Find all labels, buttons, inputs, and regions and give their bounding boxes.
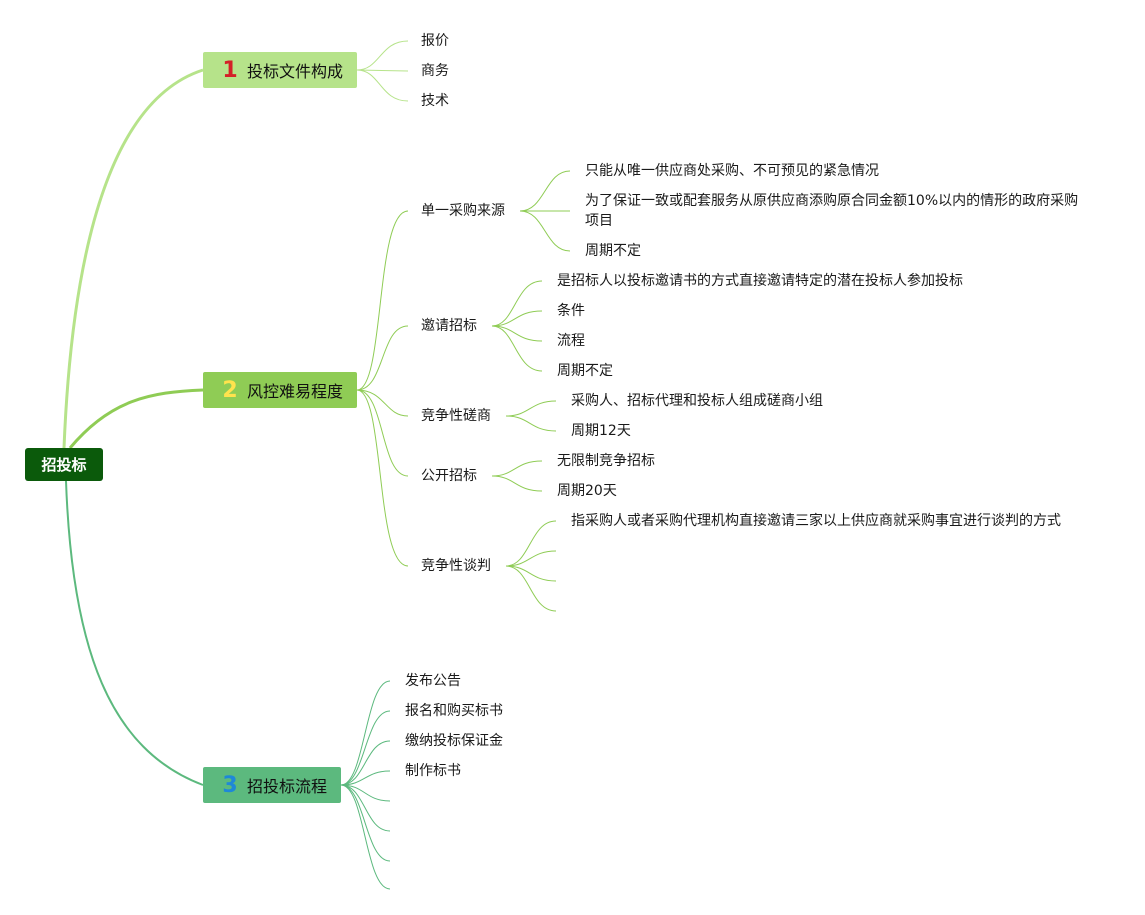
leaf-invited-3[interactable]: 流程 bbox=[557, 333, 585, 349]
leaf-invited-1[interactable]: 是招标人以投标邀请书的方式直接邀请特定的潜在投标人参加投标 bbox=[557, 273, 963, 289]
leaf-baojia[interactable]: 报价 bbox=[421, 33, 449, 49]
leaf-invited-2[interactable]: 条件 bbox=[557, 303, 585, 319]
branch-3-topic[interactable]: 3 招投标流程 bbox=[203, 767, 341, 803]
branch-2-label: 风控难易程度 bbox=[247, 382, 344, 401]
number-3-icon: 3 bbox=[222, 772, 238, 798]
sub-open-bidding[interactable]: 公开招标 bbox=[421, 468, 477, 484]
sub-competitive-consultation[interactable]: 竞争性磋商 bbox=[421, 408, 491, 424]
number-1-icon: 1 bbox=[222, 57, 238, 83]
leaf-negotiation-1[interactable]: 指采购人或者采购代理机构直接邀请三家以上供应商就采购事宜进行谈判的方式 bbox=[571, 513, 1061, 529]
sub-invited-bidding[interactable]: 邀请招标 bbox=[421, 318, 477, 334]
leaf-open-1[interactable]: 无限制竞争招标 bbox=[557, 453, 655, 469]
branch-3-label: 招投标流程 bbox=[247, 777, 328, 796]
leaf-invited-4[interactable]: 周期不定 bbox=[557, 363, 613, 379]
leaf-consultation-2[interactable]: 周期12天 bbox=[571, 423, 631, 439]
root-label: 招投标 bbox=[41, 456, 87, 474]
leaf-consultation-1[interactable]: 采购人、招标代理和投标人组成磋商小组 bbox=[571, 393, 823, 409]
leaf-make-bid[interactable]: 制作标书 bbox=[405, 763, 461, 779]
branch-1-label: 投标文件构成 bbox=[247, 62, 344, 81]
leaf-jishu[interactable]: 技术 bbox=[421, 93, 449, 109]
leaf-shangwu[interactable]: 商务 bbox=[421, 63, 449, 79]
sub-single-source[interactable]: 单一采购来源 bbox=[421, 203, 505, 219]
leaf-publish-notice[interactable]: 发布公告 bbox=[405, 673, 461, 689]
branch-1-topic[interactable]: 1 投标文件构成 bbox=[203, 52, 357, 88]
leaf-single-source-2[interactable]: 为了保证一致或配套服务从原供应商添购原合同金额10%以内的情形的政府采购项目 bbox=[585, 193, 1079, 229]
leaf-register-buy[interactable]: 报名和购买标书 bbox=[405, 703, 503, 719]
leaf-single-source-3[interactable]: 周期不定 bbox=[585, 243, 641, 259]
number-2-icon: 2 bbox=[222, 377, 238, 403]
sub-competitive-negotiation[interactable]: 竞争性谈判 bbox=[421, 558, 491, 574]
root-topic[interactable]: 招投标 bbox=[25, 448, 103, 481]
branch-2-topic[interactable]: 2 风控难易程度 bbox=[203, 372, 357, 408]
leaf-pay-deposit[interactable]: 缴纳投标保证金 bbox=[405, 733, 503, 749]
leaf-open-2[interactable]: 周期20天 bbox=[557, 483, 617, 499]
leaf-single-source-1[interactable]: 只能从唯一供应商处采购、不可预见的紧急情况 bbox=[585, 163, 879, 179]
